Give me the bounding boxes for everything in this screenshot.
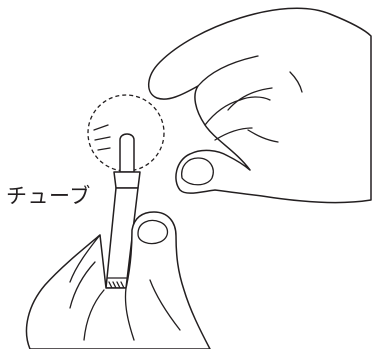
tap-marks-icon [94, 125, 110, 150]
tube-label: チューブ [6, 180, 91, 210]
right-hand-icon [149, 8, 371, 202]
